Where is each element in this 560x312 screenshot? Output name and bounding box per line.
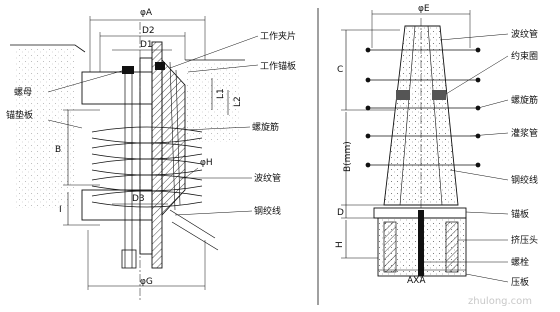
dim-AxA-label: AXA [407,276,426,286]
watermark: zhulong.com [468,296,532,307]
strand-4 [171,221,219,251]
dim-L2-label: L2 [233,96,243,107]
label-work-anchor-plate: 工作锚板 [260,60,296,72]
dim-D-label: D [337,208,344,218]
dim-phiE: φE [418,4,430,14]
dim-H-label: H [335,241,345,248]
dim-ticks-right [341,29,400,259]
label-grout-pipe: 灌浆管 [511,127,538,139]
dim-B-label: B [55,145,61,155]
label-nut: 螺母 [14,87,32,98]
callouts-right [424,33,509,283]
spiral-rods [365,47,481,168]
dim-D3-label: D3 [132,194,145,204]
dim-phiH-leader [184,167,199,179]
dim-phiA: φA [140,8,153,18]
dim-phiH: φH [200,158,213,168]
strand-end [121,249,137,269]
concrete-edge [10,44,86,53]
label-spiral-bar-r: 螺旋筋 [511,94,538,106]
label-bellows: 波纹管 [254,172,281,184]
label-anchor-pad: 锚垫板 [6,109,33,121]
cone-inner-2 [427,25,443,206]
restraint-ring-2 [432,90,446,100]
concrete-speckle [15,48,75,208]
label-anchor-plate: 锚板 [511,208,529,220]
cone-inner-1 [399,25,416,206]
label-pressure-plate: 压板 [511,276,529,288]
callouts-left [47,35,259,216]
nut-2 [155,62,165,70]
dim-I-label: I [59,205,62,215]
dim-D1-label: D1 [140,40,153,50]
dim-D2-label: D2 [142,26,155,36]
label-strand-r: 钢绞线 [511,174,538,186]
trumpet-inner-2 [175,69,181,206]
anchor-pad [81,71,153,105]
label-bellows-r: 波纹管 [511,28,538,40]
dim-phiG: φG [140,277,153,287]
label-strand: 钢绞线 [254,205,281,217]
concrete-speckle-right [185,62,240,142]
label-work-clip: 工作夹片 [260,30,296,42]
work-anchor-plate [151,41,163,269]
right-view: φE C B(mm) D H [335,4,538,288]
cone-body [383,25,459,206]
left-view: φA D2 D1 B I D3 φG L1 L2 φH [6,8,296,300]
label-extrusion-head: 挤压头 [511,234,538,246]
label-spiral-bar: 螺旋筋 [252,121,279,133]
center-bolt [418,210,424,276]
label-bolt: 螺栓 [511,256,529,268]
dim-L1-label: L1 [216,88,226,99]
trumpet-inner [169,61,176,211]
bearing-plate [139,57,153,255]
extrusion-head-1 [383,221,397,273]
nut [122,66,134,74]
label-restraint-ring: 约束圈 [511,50,538,62]
dim-C-label: C [337,65,343,75]
dim-Bm-label: B(mm) [343,141,353,172]
extrusion-head-2 [445,221,459,273]
restraint-ring [396,90,410,100]
